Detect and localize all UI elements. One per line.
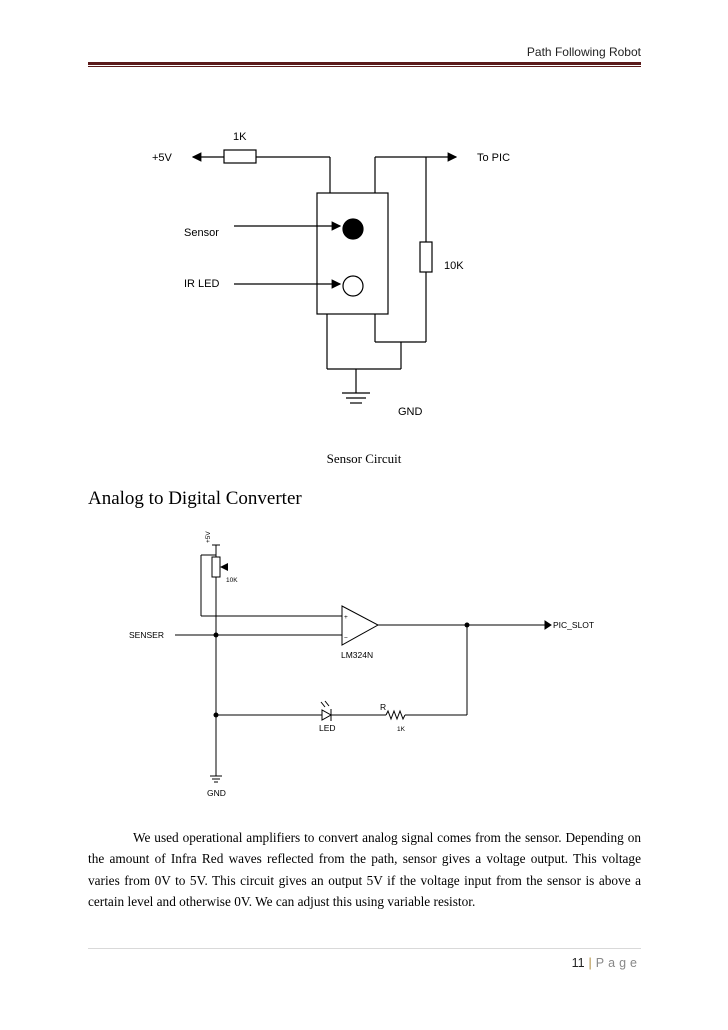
adc-label-1k: 1K (397, 726, 406, 733)
header-rule (88, 62, 641, 65)
sensor-module (316, 192, 389, 315)
label-5v: +5V (152, 152, 173, 164)
figure-caption: Sensor Circuit (326, 451, 402, 466)
label-to-pic: To PIC (477, 152, 510, 164)
opamp-minus: − (344, 635, 348, 642)
adc-label-opamp: LM324N (341, 650, 373, 660)
resistor-1k (223, 149, 257, 164)
potentiometer-10k (211, 556, 221, 578)
footer-rule (88, 948, 641, 949)
header-rule-thin (88, 66, 641, 67)
adc-label-r: R (380, 702, 386, 712)
sensor-circuit-diagram (191, 149, 458, 404)
footer-page-word: Page (595, 956, 641, 970)
section-heading: Analog to Digital Converter (88, 488, 302, 509)
ir-led (342, 275, 364, 297)
adc-circuit-diagram (175, 544, 552, 783)
resistor-10k (419, 241, 433, 273)
header-title: Path Following Robot (526, 45, 641, 59)
page-number: 11 (571, 956, 585, 970)
opamp-symbol (341, 605, 380, 646)
label-gnd: GND (398, 406, 423, 418)
page-footer: 11|Page (572, 956, 641, 970)
footer-separator: | (588, 956, 592, 970)
resistor-r (385, 709, 406, 721)
adc-label-5v: +5V (205, 531, 212, 543)
label-ir-led: IR LED (184, 278, 220, 290)
sensor-photodiode (342, 218, 364, 240)
adc-label-senser: SENSER (129, 630, 164, 640)
adc-label-led: LED (319, 723, 336, 733)
body-paragraph: We used operational amplifiers to conver… (88, 830, 641, 910)
adc-label-10k: 10K (226, 577, 238, 584)
label-sensor: Sensor (184, 227, 219, 239)
led-symbol (321, 709, 333, 721)
label-1k: 1K (233, 131, 247, 143)
adc-label-pic-slot: PIC_SLOT (553, 620, 594, 630)
label-10k: 10K (444, 260, 464, 272)
opamp-plus: + (344, 614, 348, 621)
adc-label-gnd: GND (207, 788, 226, 798)
